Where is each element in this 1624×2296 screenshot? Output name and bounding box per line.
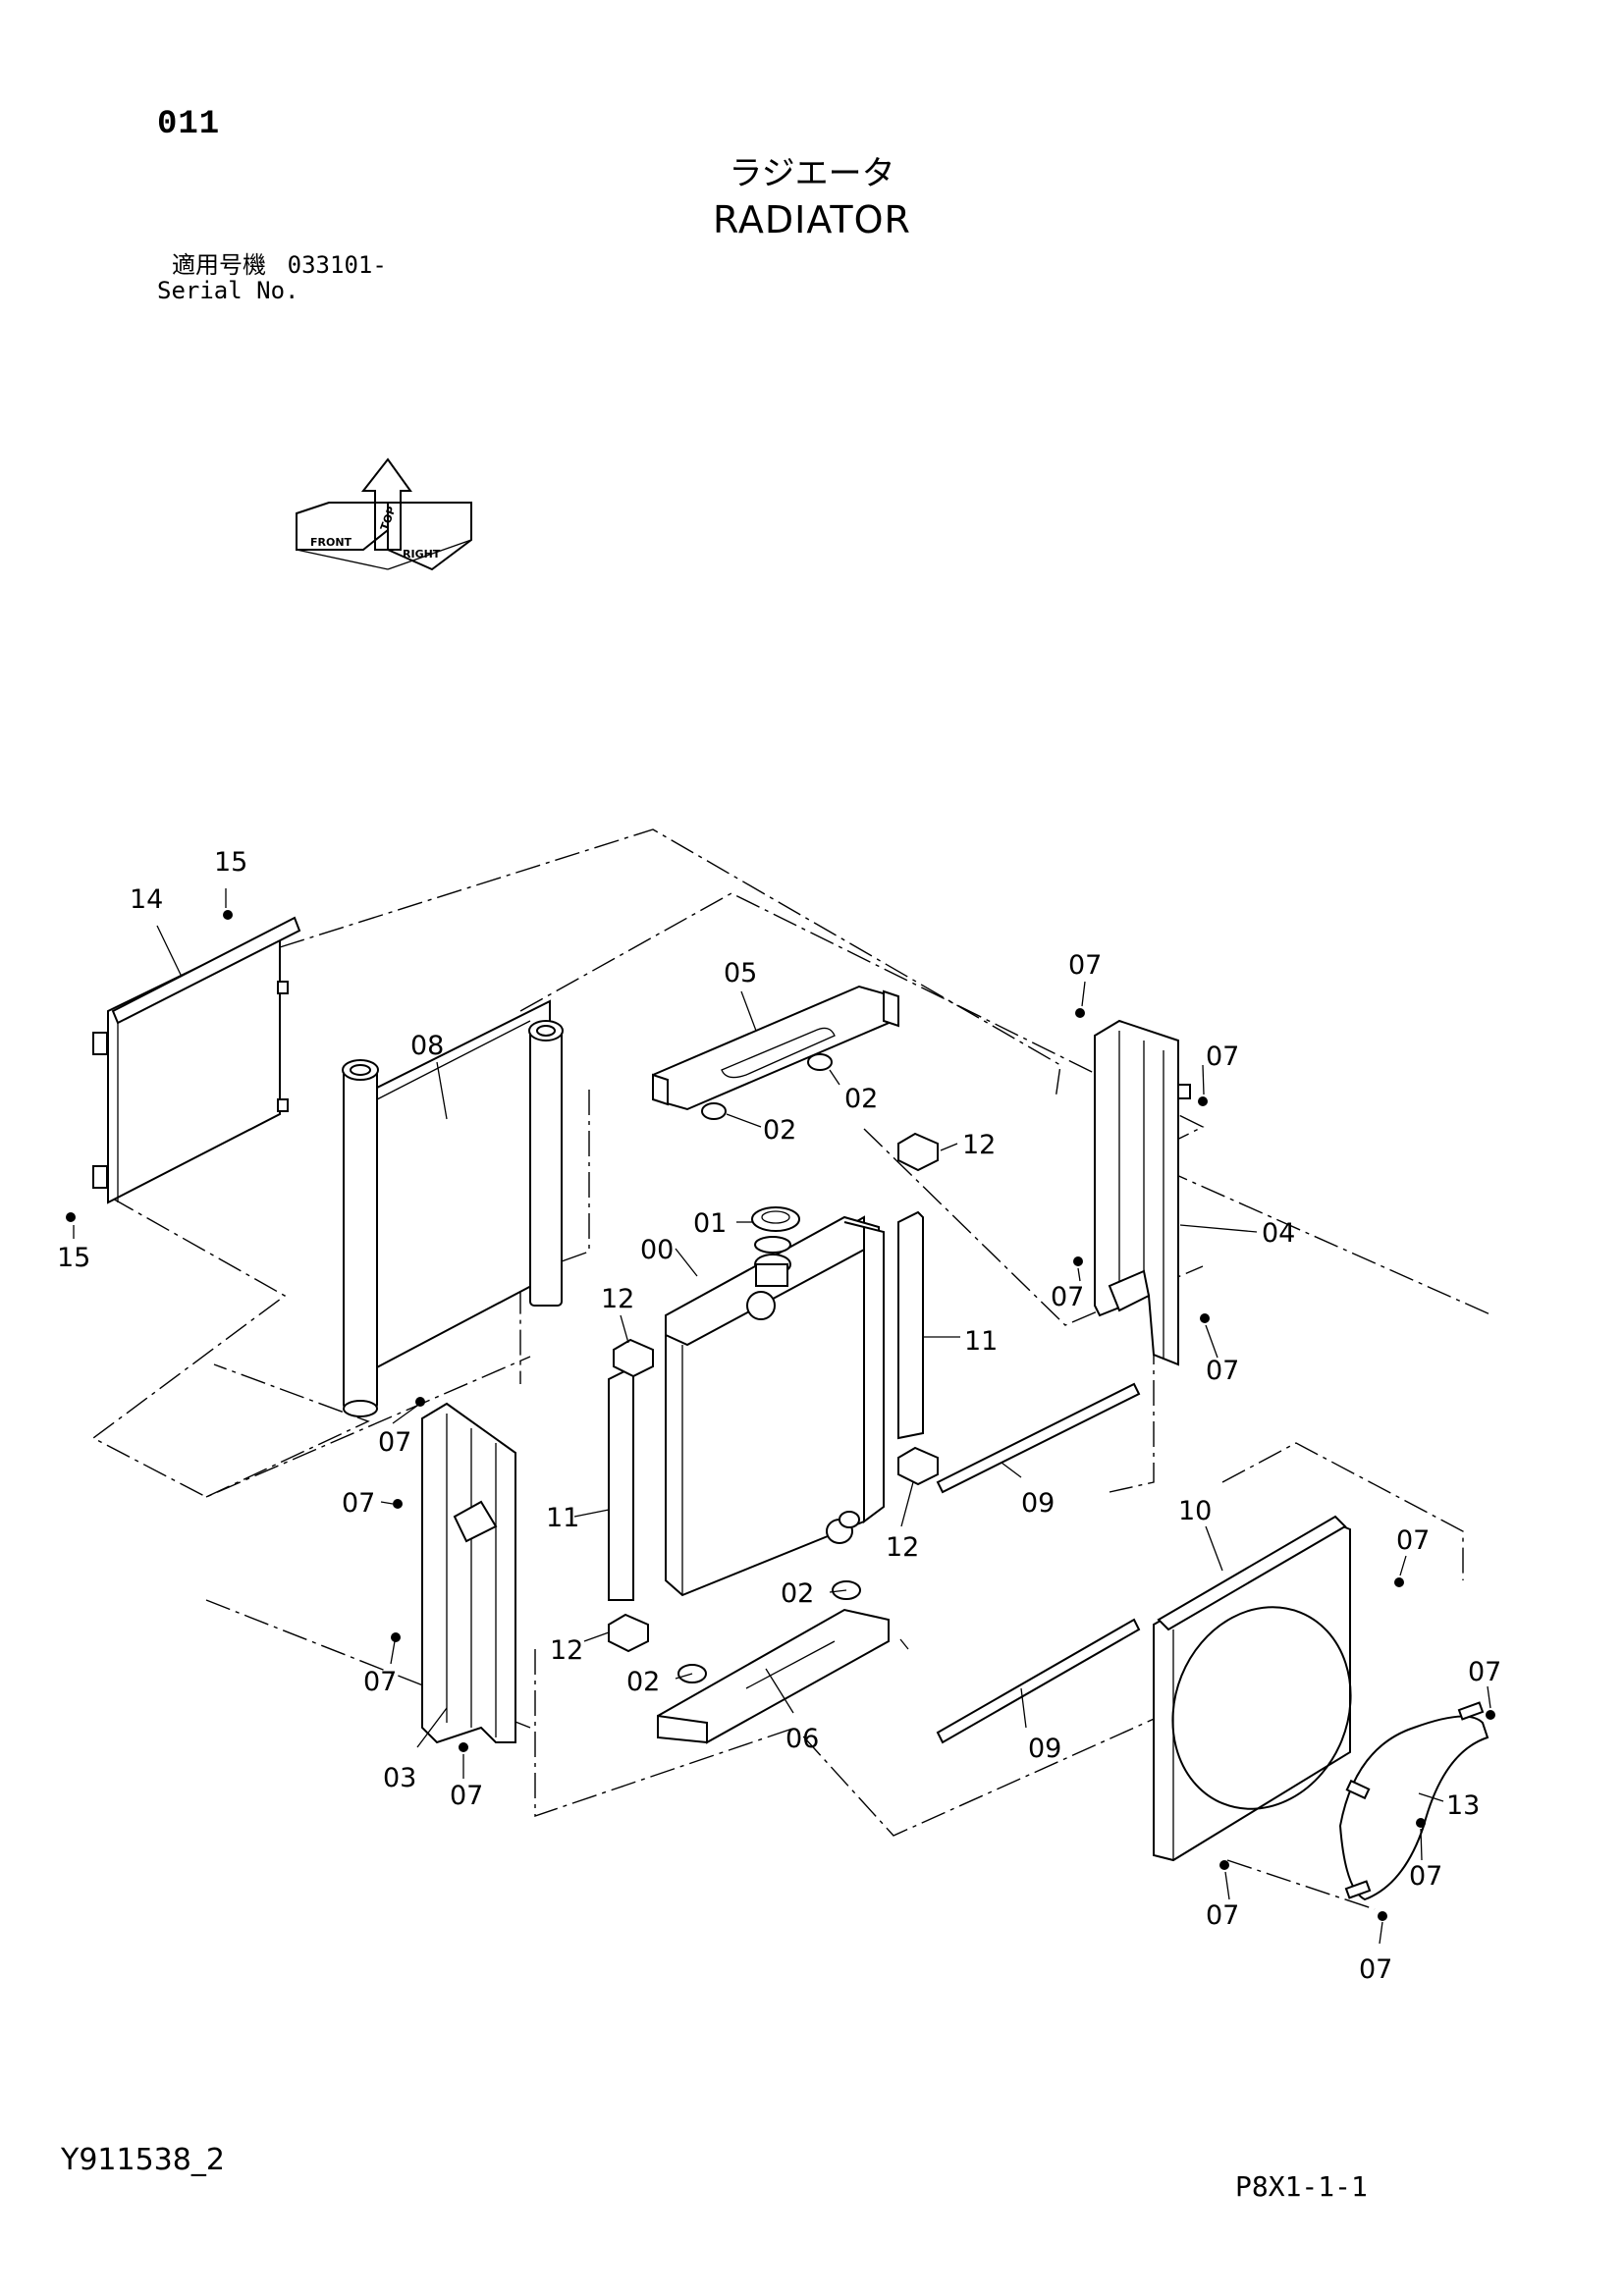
side-cover-panel bbox=[92, 916, 301, 1204]
callout-02-lower-left: 02 bbox=[626, 1667, 660, 1697]
callout-11-a: 11 bbox=[964, 1326, 998, 1357]
orientation-right: RIGHT bbox=[403, 548, 441, 561]
orientation-top: TOP bbox=[378, 505, 399, 532]
callout-15-top: 15 bbox=[214, 847, 247, 878]
callout-13: 13 bbox=[1446, 1790, 1480, 1821]
callout-15-bottom: 15 bbox=[57, 1243, 90, 1273]
callout-07-a: 07 bbox=[1068, 950, 1102, 981]
orientation-compass-icon: FRONT TOP RIGHT bbox=[296, 457, 472, 571]
page-code: P8X1-1-1 bbox=[1235, 2170, 1368, 2203]
lower-bracket bbox=[657, 1580, 890, 1744]
callout-07-h: 07 bbox=[450, 1781, 483, 1811]
callout-12-a: 12 bbox=[962, 1130, 996, 1160]
callout-07-i: 07 bbox=[1396, 1525, 1430, 1556]
leader-lines bbox=[73, 888, 1491, 1945]
title-japanese: ラジエータ bbox=[729, 154, 895, 193]
condenser-core bbox=[342, 999, 564, 1417]
callout-labels: 15 14 15 08 05 02 02 01 00 07 07 04 07 0… bbox=[57, 847, 1501, 1985]
callout-09-b: 09 bbox=[1028, 1734, 1061, 1764]
callout-10: 10 bbox=[1178, 1496, 1212, 1526]
callout-07-g: 07 bbox=[363, 1667, 397, 1697]
bolt-markers bbox=[66, 910, 1495, 1921]
callout-08: 08 bbox=[410, 1031, 444, 1061]
callout-07-f: 07 bbox=[342, 1488, 375, 1519]
callout-02-upper-left: 02 bbox=[763, 1115, 796, 1146]
seal-strips-vertical bbox=[608, 1210, 924, 1601]
callout-06: 06 bbox=[785, 1724, 819, 1754]
callout-07-b: 07 bbox=[1206, 1041, 1239, 1072]
callout-09-a: 09 bbox=[1021, 1488, 1055, 1519]
seal-blocks bbox=[608, 1132, 939, 1653]
callout-07-k: 07 bbox=[1409, 1861, 1442, 1892]
left-side-frame bbox=[421, 1402, 516, 1744]
radiator-core bbox=[665, 1215, 885, 1597]
callout-07-l: 07 bbox=[1206, 1900, 1239, 1931]
callout-02-lower-right: 02 bbox=[781, 1578, 814, 1609]
title-english: RADIATOR bbox=[713, 198, 911, 241]
serial-value: 033101- bbox=[287, 251, 387, 279]
callout-11-b: 11 bbox=[546, 1503, 579, 1533]
callout-12-c: 12 bbox=[886, 1532, 919, 1563]
serial-label-jp: 適用号機 bbox=[172, 251, 266, 279]
callout-12-d: 12 bbox=[550, 1635, 583, 1666]
callout-07-m: 07 bbox=[1359, 1954, 1392, 1985]
callout-00: 00 bbox=[640, 1235, 674, 1265]
radiator-cap bbox=[751, 1206, 800, 1232]
callout-03: 03 bbox=[383, 1763, 416, 1793]
fan-shroud bbox=[1153, 1515, 1352, 1862]
callout-04: 04 bbox=[1262, 1218, 1295, 1249]
callout-02-upper-right: 02 bbox=[844, 1084, 878, 1114]
callout-12-b: 12 bbox=[601, 1284, 634, 1314]
callout-07-e: 07 bbox=[378, 1427, 411, 1458]
callout-14: 14 bbox=[130, 884, 163, 915]
serial-line: 適用号機 033101- bbox=[172, 253, 387, 277]
callout-01: 01 bbox=[693, 1208, 727, 1239]
upper-bracket bbox=[652, 985, 899, 1120]
serial-label-en: Serial No. bbox=[157, 277, 299, 304]
callout-07-j: 07 bbox=[1468, 1657, 1501, 1687]
orientation-front: FRONT bbox=[310, 536, 352, 549]
right-side-frame bbox=[1094, 1019, 1191, 1366]
fan-guard bbox=[1338, 1701, 1489, 1901]
callout-07-d: 07 bbox=[1206, 1356, 1239, 1386]
page-number: 011 bbox=[157, 106, 221, 143]
seal-strips-diagonal bbox=[936, 1382, 1141, 1744]
callout-05: 05 bbox=[724, 958, 757, 988]
callout-07-c: 07 bbox=[1051, 1282, 1084, 1312]
document-code: Y911538_2 bbox=[61, 2143, 225, 2177]
